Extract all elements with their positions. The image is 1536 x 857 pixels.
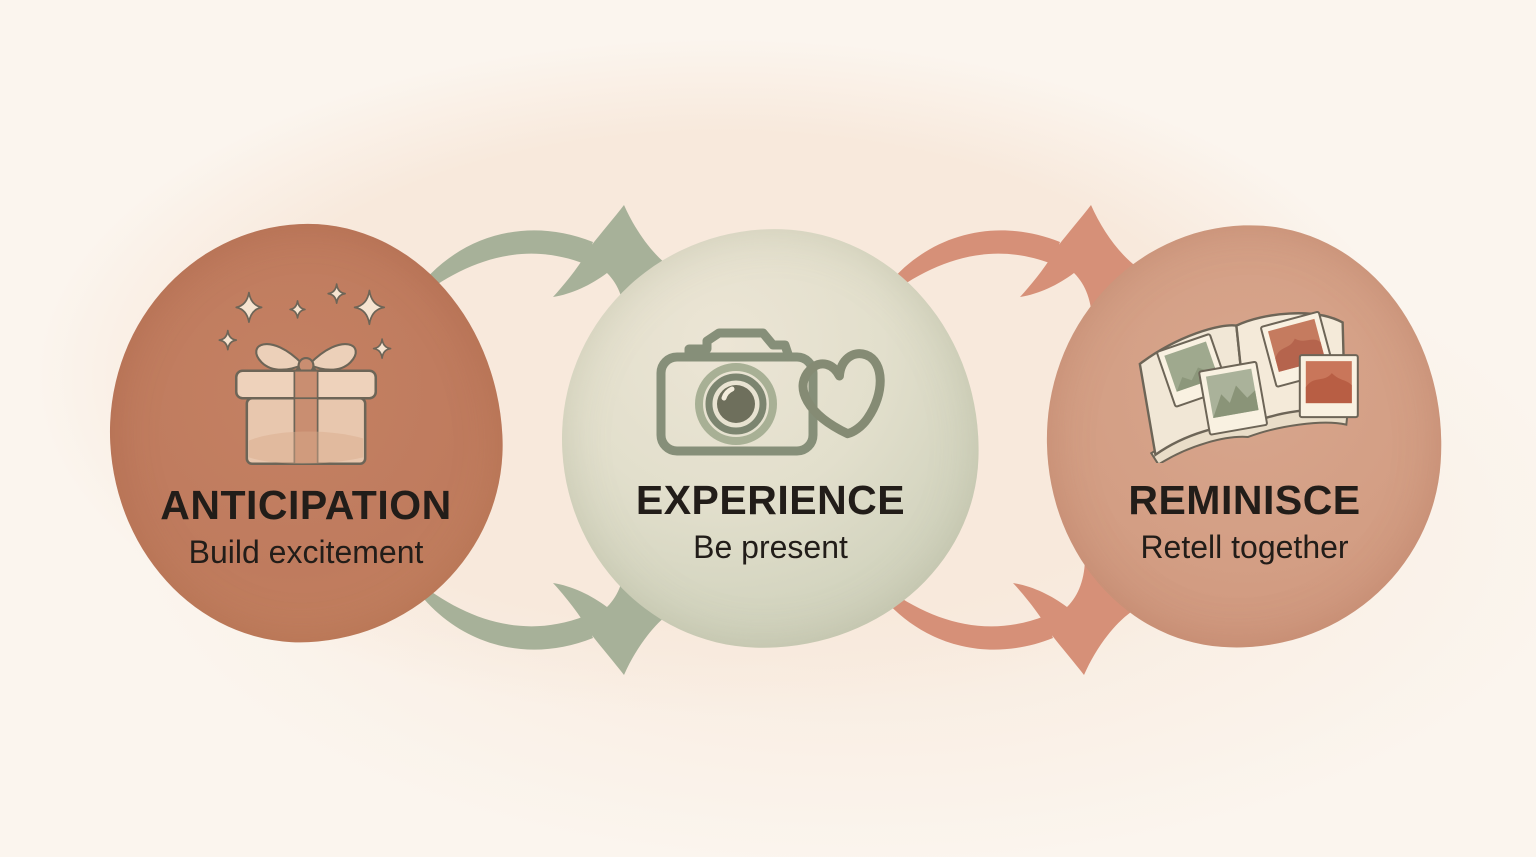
- stage-experience: EXPERIENCE Be present: [554, 221, 987, 656]
- stage-title: EXPERIENCE: [635, 477, 906, 523]
- gift-sparkles-icon: [200, 282, 412, 473]
- stage-title: REMINISCE: [1128, 477, 1361, 523]
- stage-subtitle: Retell together: [1140, 529, 1349, 566]
- stage-subtitle: Be present: [693, 529, 848, 566]
- photo-album-icon: [1120, 295, 1370, 468]
- stage-title: ANTICIPATION: [160, 482, 452, 528]
- stage-anticipation: ANTICIPATION Build excitement: [99, 214, 513, 652]
- stage-subtitle: Build excitement: [188, 534, 424, 571]
- camera-heart-icon: [651, 319, 891, 462]
- stage-reminisce: REMINISCE Retell together: [1032, 211, 1457, 662]
